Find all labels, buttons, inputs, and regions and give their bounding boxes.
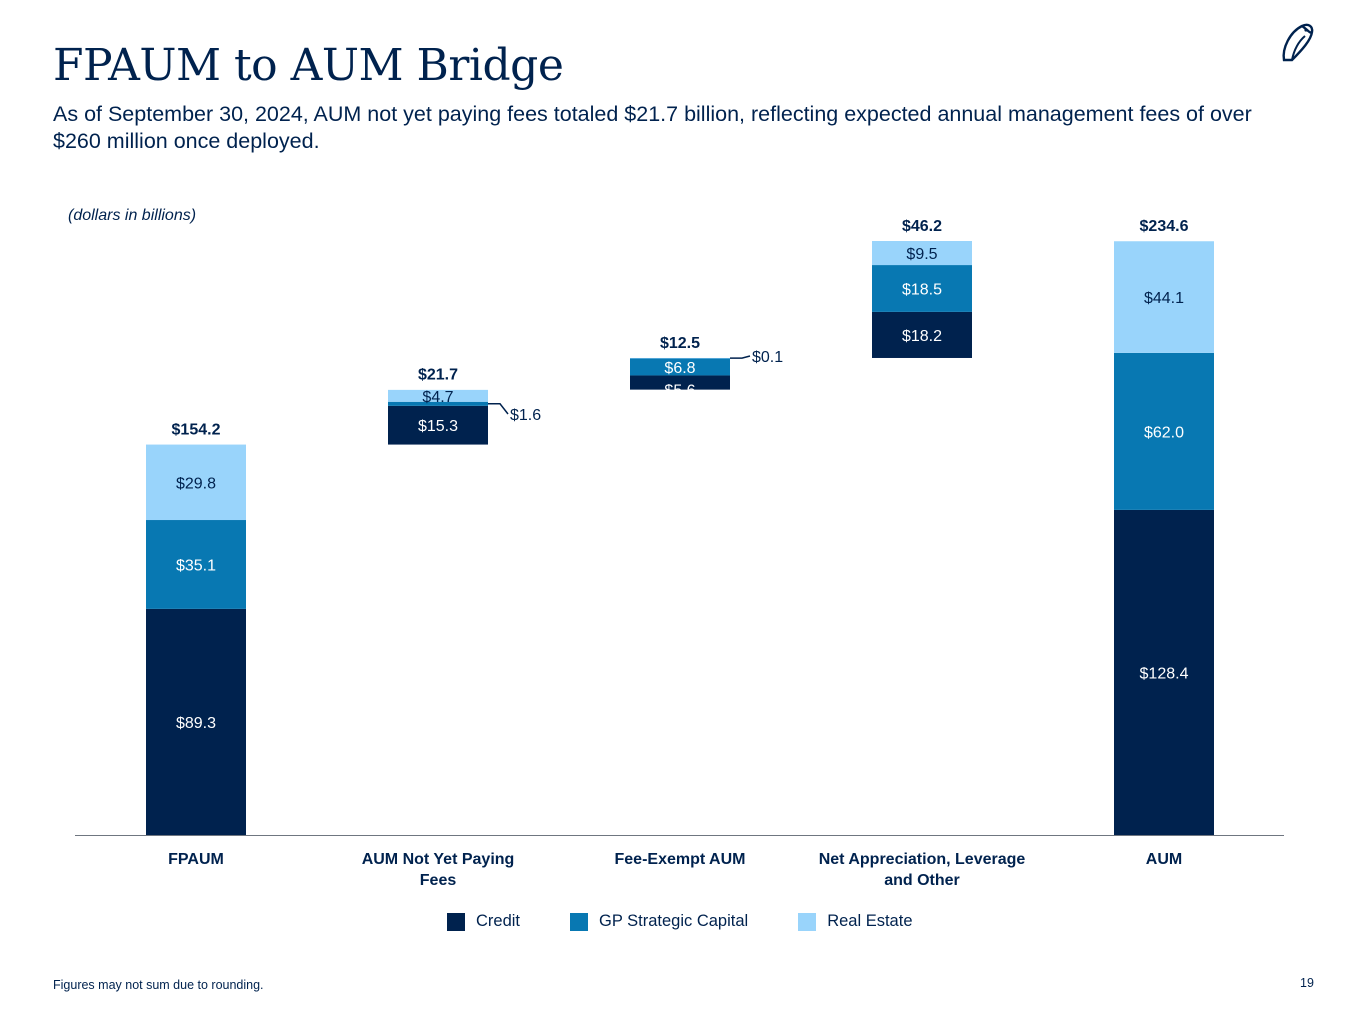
total-label-aum-not-yet-paying-fees: $21.7 — [418, 367, 458, 384]
legend-label-real-estate: Real Estate — [827, 912, 913, 930]
legend-item-gp-strategic-capital: GP Strategic Capital — [570, 912, 748, 931]
callout-label-gp-strategic-capital-aum-not-yet-paying-fees: $1.6 — [510, 407, 541, 424]
page-title: FPAUM to AUM Bridge — [53, 40, 564, 91]
footnote: Figures may not sum due to rounding. — [53, 978, 264, 992]
total-label-aum: $234.6 — [1140, 218, 1189, 235]
data-label-real-estate-net-appreciation-leverage-and-other: $9.5 — [906, 246, 937, 263]
bar-gp-strategic-capital-aum — [1114, 352, 1214, 510]
legend-label-gp-strategic-capital: GP Strategic Capital — [599, 912, 749, 930]
bar-real-estate-fee-exempt-aum — [630, 357, 730, 359]
page-subtitle: As of September 30, 2024, AUM not yet pa… — [53, 102, 1252, 153]
legend-label-credit: Credit — [476, 912, 521, 930]
data-label-gp-strategic-capital-net-appreciation-leverage-and-other: $18.5 — [902, 281, 942, 298]
bar-credit-fpaum — [146, 608, 246, 835]
data-label-real-estate-aum-not-yet-paying-fees: $4.7 — [422, 389, 453, 406]
units-note: (dollars in billions) — [68, 207, 197, 224]
bar-gp-strategic-capital-fpaum — [146, 520, 246, 609]
x-tick-label-fee-exempt-aum: Fee-Exempt AUM — [615, 851, 746, 868]
data-label-real-estate-aum: $44.1 — [1144, 290, 1184, 307]
data-label-credit-aum-not-yet-paying-fees: $15.3 — [418, 418, 458, 435]
bar-credit-aum — [1114, 509, 1214, 835]
bar-real-estate-fpaum — [146, 444, 246, 521]
bar-credit-net-appreciation-leverage-and-other — [872, 311, 972, 358]
data-label-credit-net-appreciation-leverage-and-other: $18.2 — [902, 328, 942, 345]
bar-real-estate-net-appreciation-leverage-and-other — [872, 241, 972, 266]
bar-gp-strategic-capital-fee-exempt-aum — [630, 358, 730, 376]
chart-legend: Credit GP Strategic Capital Real Estate — [447, 912, 963, 931]
callout-label-real-estate-fee-exempt-aum: $0.1 — [752, 349, 783, 366]
total-label-fpaum: $154.2 — [172, 422, 221, 439]
x-tick-label-aum: AUM — [1146, 851, 1182, 868]
bar-real-estate-aum-not-yet-paying-fees — [388, 389, 488, 402]
legend-item-credit: Credit — [447, 912, 520, 931]
callout-line-real-estate-fee-exempt-aum — [730, 355, 751, 359]
bar-gp-strategic-capital-aum-not-yet-paying-fees — [388, 401, 488, 406]
legend-swatch-gp-strategic-capital — [570, 912, 589, 931]
data-label-credit-fee-exempt-aum: $5.6 — [664, 383, 695, 400]
data-label-credit-fpaum: $89.3 — [176, 715, 216, 732]
legend-swatch-credit — [447, 912, 465, 931]
callout-line-gp-strategic-capital-aum-not-yet-paying-fees — [488, 403, 509, 415]
data-label-gp-strategic-capital-fpaum: $35.1 — [176, 557, 216, 574]
owl-logo-icon — [1282, 23, 1314, 62]
bar-real-estate-aum — [1114, 241, 1214, 353]
total-label-fee-exempt-aum: $12.5 — [660, 335, 700, 352]
x-tick-label-fpaum: FPAUM — [168, 851, 224, 868]
data-label-credit-aum: $128.4 — [1140, 665, 1189, 682]
data-label-gp-strategic-capital-fee-exempt-aum: $6.8 — [664, 360, 695, 377]
bar-gp-strategic-capital-net-appreciation-leverage-and-other — [872, 265, 972, 312]
bar-credit-fee-exempt-aum — [630, 375, 730, 390]
page-number: 19 — [1300, 976, 1314, 990]
legend-swatch-real-estate — [798, 912, 817, 931]
total-label-net-appreciation-leverage-and-other: $46.2 — [902, 218, 942, 235]
data-label-real-estate-fpaum: $29.8 — [176, 475, 216, 492]
legend-item-real-estate: Real Estate — [798, 912, 913, 931]
data-label-gp-strategic-capital-aum: $62.0 — [1144, 424, 1184, 441]
bar-credit-aum-not-yet-paying-fees — [388, 405, 488, 445]
